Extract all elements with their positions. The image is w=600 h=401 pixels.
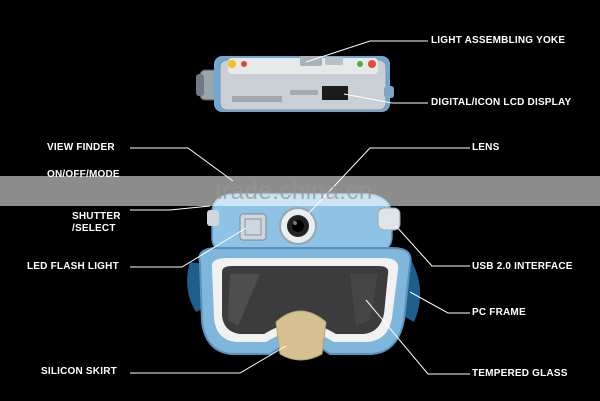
led-flash-panel — [239, 213, 267, 241]
tempered-glass — [222, 266, 389, 334]
label-lens: LENS — [472, 142, 500, 153]
label-silicon-skirt: SILICON SKIRT — [41, 366, 117, 377]
label-led-flash-light: LED FLASH LIGHT — [27, 261, 119, 272]
label-shutter-line2: /SELECT — [72, 223, 116, 234]
label-usb-interface: USB 2.0 INTERFACE — [472, 261, 573, 272]
label-on-off-mode: ON/OFF/MODE — [47, 169, 120, 180]
label-light-assembling-yoke: LIGHT ASSEMBLING YOKE — [431, 35, 566, 46]
label-pc-frame: PC FRAME — [472, 307, 526, 318]
label-view-finder: VIEW FINDER — [47, 142, 115, 153]
label-lcd-display: DIGITAL/ICON LCD DISPLAY — [431, 97, 572, 108]
lcd-screen — [322, 86, 348, 100]
label-shutter-line1: SHUTTER — [72, 211, 121, 222]
watermark-text: trade.china.cn — [215, 178, 373, 205]
dive-mask — [187, 193, 421, 361]
watermark-band — [0, 176, 600, 206]
label-tempered-glass: TEMPERED GLASS — [472, 368, 568, 379]
camera-module — [196, 56, 394, 112]
